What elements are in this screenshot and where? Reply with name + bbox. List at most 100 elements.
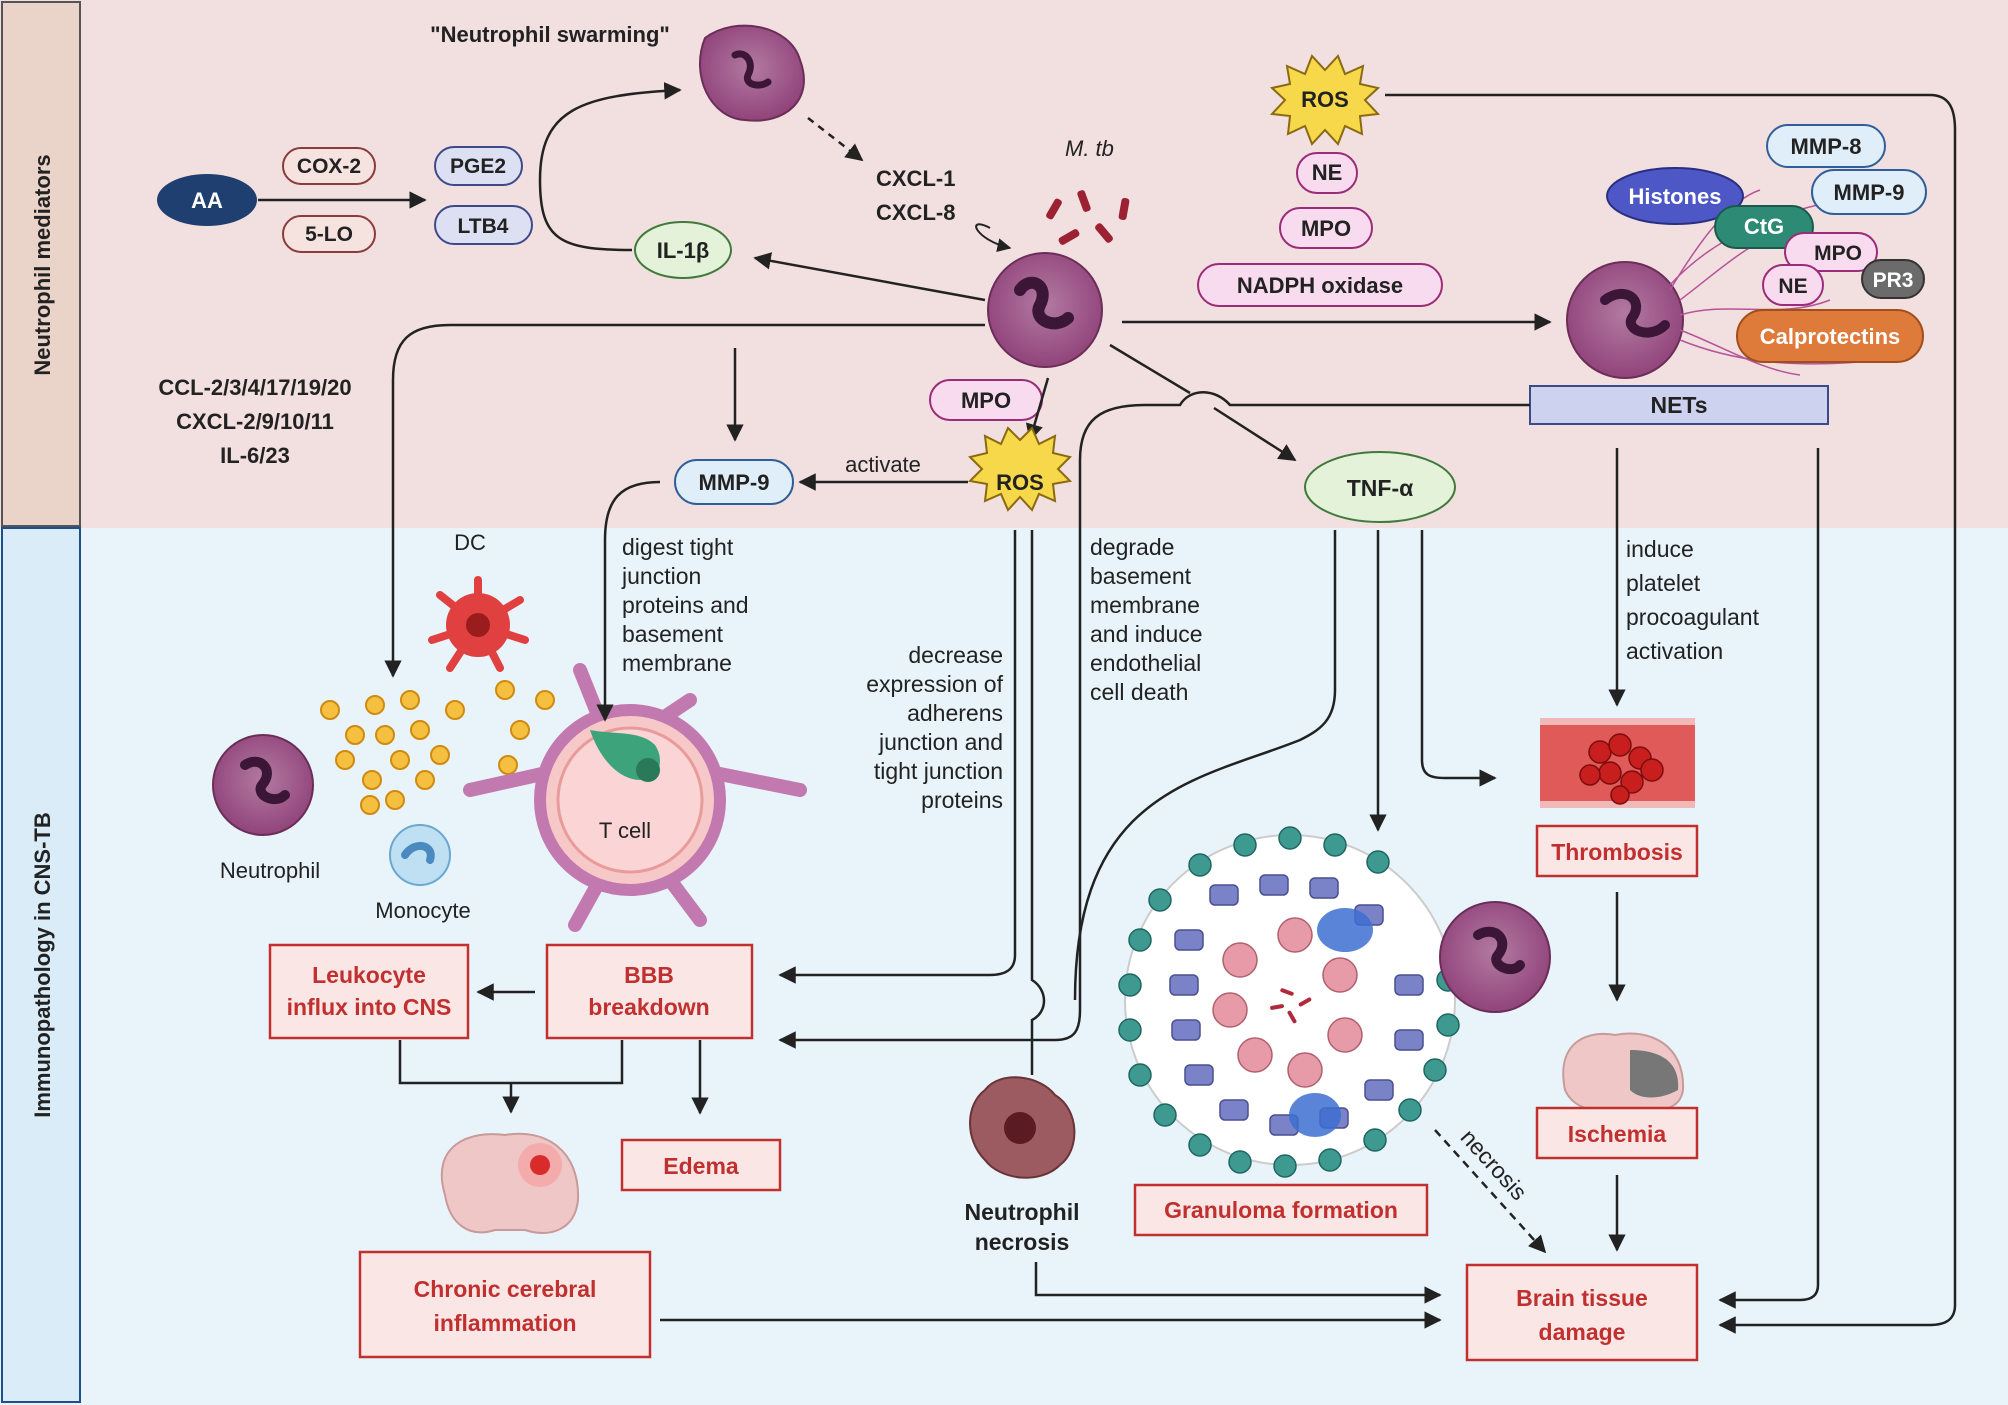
edema-label: Edema: [663, 1153, 739, 1179]
tnfa-line-curve: [1073, 530, 1337, 1001]
svg-text:activation: activation: [1626, 638, 1723, 664]
chronic-brain-icon: [440, 1132, 580, 1234]
ischemia-brain-icon: [1562, 1032, 1685, 1111]
svg-text:induce: induce: [1626, 536, 1694, 562]
svg-text:endothelial: endothelial: [1090, 650, 1201, 676]
degrade-text: degrade basement membrane and induce end…: [1090, 534, 1203, 705]
autocrine-loop-arrow: [975, 223, 1012, 253]
svg-text:basement: basement: [1090, 563, 1192, 589]
central-neutrophil-icon: [987, 252, 1103, 368]
thrombosis-vessel-icon: [1540, 718, 1695, 808]
histones-node: [1606, 167, 1744, 225]
il1b-node: [634, 221, 732, 279]
ctg-node: [1714, 205, 1814, 249]
digest-text: digest tight junction proteins and basem…: [621, 534, 749, 676]
arrow-ros-to-bbb: [778, 530, 1017, 984]
ischemia-label: Ischemia: [1568, 1121, 1667, 1147]
arrow-neutrophil-to-tnfa: [1109, 343, 1295, 460]
arrow-il1b-to-swarming: [538, 82, 682, 252]
arrow-nets-to-damage: [1718, 448, 1820, 1309]
activate-label: activate: [845, 452, 921, 477]
neutrophil-label: Neutrophil: [220, 858, 320, 883]
svg-text:expression of: expression of: [866, 671, 1003, 697]
mmp9-label: MMP-9: [699, 470, 770, 495]
arrow-tnfa-to-thrombosis: [1420, 530, 1497, 787]
bbb-line-2: breakdown: [588, 994, 709, 1020]
nadph-node: [1197, 263, 1443, 307]
section-label-bottom: Immunopathology in CNS-TB: [30, 812, 55, 1118]
ctg-label: CtG: [1744, 214, 1784, 239]
arrow-neutrophil-to-leukocytes: [384, 323, 985, 678]
granuloma-icon: [1118, 826, 1460, 1178]
arrow-swarming-to-cxcl: [807, 117, 864, 162]
mpo-net-node: [1784, 232, 1878, 272]
mpo-top-node: [1279, 207, 1373, 249]
necrosis-cell-line-2: necrosis: [975, 1229, 1070, 1255]
chronic-box: [358, 1250, 652, 1359]
decrease-text: decrease expression of adherens junction…: [866, 642, 1003, 813]
thrombosis-label: Thrombosis: [1551, 839, 1683, 865]
ltb4-node: [434, 205, 533, 245]
monocyte-nucleus: [401, 842, 435, 864]
svg-text:and induce: and induce: [1090, 621, 1203, 647]
bbb-line-1: BBB: [624, 962, 674, 988]
calpro-label: Calprotectins: [1760, 324, 1901, 349]
cytokine-dots: [320, 680, 555, 815]
pr3-label: PR3: [1873, 269, 1914, 292]
bottom-neutrophil-nucleus: [240, 756, 290, 805]
tcell-nucleus: [636, 758, 660, 782]
ne-net-label: NE: [1778, 275, 1807, 298]
cox2-label: COX-2: [297, 155, 361, 178]
bottom-side-bar: [1, 527, 81, 1403]
mmp8-label: MMP-8: [1791, 134, 1862, 159]
arrow-mmp9-to-vessel: [596, 480, 661, 722]
chemokine-line-1: CCL-2/3/4/17/19/20: [158, 375, 351, 400]
thrombosis-box: [1535, 824, 1699, 878]
leukocyte-line-1: Leukocyte: [312, 962, 426, 988]
ros-top-label: ROS: [1301, 87, 1349, 112]
ne-top-node: [1296, 152, 1358, 194]
damage-line-2: damage: [1539, 1319, 1626, 1345]
calpro-node: [1736, 309, 1924, 363]
ros-top-star-icon: [1269, 54, 1381, 146]
svg-text:junction: junction: [621, 563, 701, 589]
bbb-box: [545, 943, 754, 1040]
arrow-necrosis-to-damage: [1034, 1262, 1442, 1304]
ne-top-label: NE: [1312, 160, 1343, 185]
mpo-top-label: MPO: [1301, 216, 1351, 241]
nets-box: [1529, 385, 1829, 425]
ros-mid-label: ROS: [996, 470, 1044, 495]
svg-text:proteins: proteins: [921, 787, 1003, 813]
dc-icon: [428, 576, 529, 672]
pge2-label: PGE2: [450, 155, 506, 178]
induce-text: induce platelet procoagulant activation: [1626, 536, 1760, 664]
section-label-top: Neutrophil mediators: [30, 154, 55, 375]
mmp8-node: [1766, 124, 1886, 168]
monocyte-icon: [389, 824, 451, 886]
swarming-nucleus: [731, 50, 772, 89]
top-side-bar: [1, 1, 81, 527]
svg-text:cell death: cell death: [1090, 679, 1188, 705]
necrosis-cell-line-1: Neutrophil: [965, 1199, 1080, 1225]
tnfa-node: [1304, 451, 1456, 523]
chronic-line-1: Chronic cerebral: [414, 1276, 597, 1302]
svg-text:membrane: membrane: [1090, 592, 1200, 618]
chronic-line-2: inflammation: [433, 1310, 576, 1336]
5lo-label: 5-LO: [305, 223, 353, 246]
svg-text:basement: basement: [622, 621, 724, 647]
granuloma-label: Granuloma formation: [1164, 1197, 1398, 1223]
svg-text:procoagulant: procoagulant: [1626, 604, 1760, 630]
nadph-label: NADPH oxidase: [1237, 273, 1403, 298]
swarming-label: "Neutrophil swarming": [430, 22, 670, 47]
ne-net-node: [1762, 264, 1824, 306]
net-neutrophil-icon: [1566, 261, 1684, 379]
arrow-neutrophil-to-il1b: [753, 252, 986, 302]
pr3-node: [1861, 259, 1925, 299]
granuloma-box: [1133, 1183, 1429, 1237]
edema-box: [620, 1138, 782, 1192]
il1b-label: IL-1β: [657, 238, 710, 263]
svg-text:proteins and: proteins and: [622, 592, 749, 618]
arrow-nets-to-bbb: [778, 391, 1530, 1049]
ischemia-box: [1535, 1106, 1699, 1160]
